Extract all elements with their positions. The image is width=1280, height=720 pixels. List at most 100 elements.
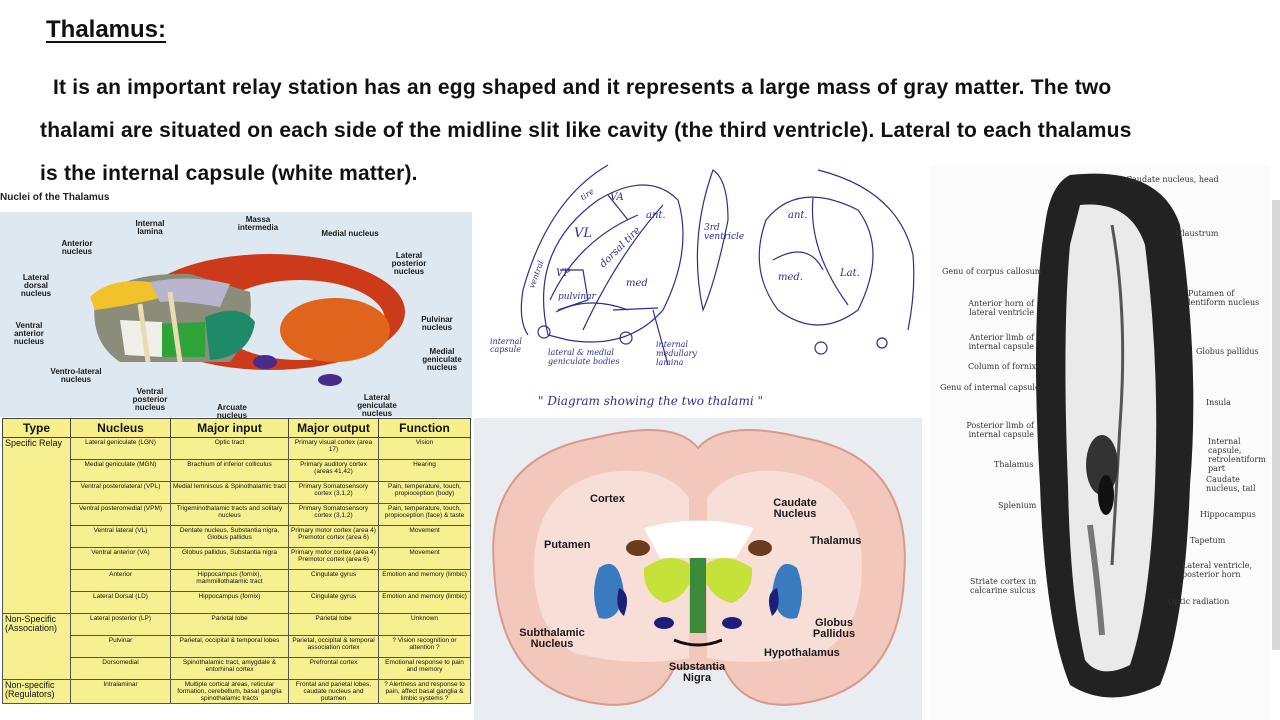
- coronal-label-thalamus: Thalamus: [810, 535, 862, 547]
- table-row: Lateral Dorsal (LD) Hippocampus (fornix)…: [3, 591, 471, 614]
- table-cell: Frontal and parietal lobes, caudate nucl…: [288, 679, 379, 704]
- hand-label-ant-right: ant.: [788, 210, 808, 221]
- axial-label-anterior-limb: Anterior limb of internal capsule: [968, 333, 1034, 351]
- axial-label-thalamus: Thalamus: [994, 460, 1034, 469]
- axial-label-striate: Striate cortex in calcarine sulcus: [970, 577, 1037, 595]
- hand-label-internal-capsule: internal capsule: [490, 337, 522, 354]
- label-arcuate: Arcuate nucleus: [216, 403, 248, 420]
- axial-label-insula: Insula: [1206, 398, 1231, 407]
- table-cell: Primary auditory cortex (areas 41,42): [288, 459, 379, 482]
- globus-pallidus-left: [617, 588, 628, 616]
- table-cell: Brachium of inferior colliculus: [170, 459, 289, 482]
- table-cell: Medial lemniscus & Spinothalamic tract: [170, 481, 289, 504]
- table-cell: Primary Somatosensory cortex (3,1,2): [288, 481, 379, 504]
- table-cell: Primary motor cortex (area 4) Premotor c…: [288, 547, 379, 570]
- hand-label-vl: VL: [574, 226, 593, 241]
- table-cell: Cingulate gyrus: [288, 591, 379, 614]
- table-cell: Primary Somatosensory cortex (3,1,2): [288, 503, 379, 526]
- table-cell: Anterior: [70, 569, 171, 592]
- next-slide-edge: [1272, 200, 1280, 650]
- label-ventro-lateral: Ventro-lateral nucleus: [50, 367, 102, 384]
- axial-label-tapetum: Tapetum: [1190, 536, 1226, 545]
- pulvinar-shape: [280, 298, 390, 362]
- table-cell: Ventral posterolateral (VPL): [70, 481, 171, 504]
- table-cell: Ventral lateral (VL): [70, 525, 171, 548]
- axial-label-anterior-horn: Anterior horn of lateral ventricle: [968, 299, 1034, 317]
- table-cell: Dorsomedial: [70, 657, 171, 680]
- thalamus-nuclei-figure: Internal lamina Massa intermedia Medial …: [0, 212, 472, 420]
- putamen-left: [594, 563, 624, 619]
- label-ventral-anterior: Ventral anterior nucleus: [13, 321, 45, 346]
- subthalamic-right: [722, 617, 742, 629]
- hand-label-third-ventricle: 3rd ventricle: [704, 223, 745, 242]
- table-row: Medial geniculate (MGN) Brachium of infe…: [3, 459, 471, 482]
- table-row: Ventral posterolateral (VPL) Medial lemn…: [3, 481, 471, 504]
- ventricle-shape: [644, 520, 754, 558]
- coronal-illustration: [492, 429, 906, 706]
- axial-label-claustrum: Claustrum: [1176, 229, 1219, 238]
- table-cell: Cingulate gyrus: [288, 569, 379, 592]
- globus-pallidus-right: [768, 588, 779, 616]
- substantia-nigra: [673, 638, 723, 647]
- intro-paragraph: It is an important relay station has an …: [40, 66, 1280, 195]
- label-anterior-nucleus: Anterior nucleus: [61, 239, 93, 256]
- hand-sketch: [520, 164, 915, 366]
- third-ventricle: [690, 558, 706, 633]
- table-cell: Lateral geniculate (LGN): [70, 437, 171, 460]
- coronal-label-globus-pallidus: Globus Pallidus: [812, 617, 856, 640]
- type-cell: Specific Relay: [2, 437, 71, 614]
- table-cell: Globus pallidus, Substantia nigra: [170, 547, 289, 570]
- axial-illustration: [1036, 173, 1194, 698]
- table-row: Non-specific (Regulators) Intralaminar M…: [2, 679, 471, 704]
- table-cell: Ventral posteromedial (VPM): [70, 503, 171, 526]
- paragraph-line-3: is the internal capsule (white matter).: [40, 162, 418, 185]
- hand-label-ant: ant.: [646, 210, 666, 221]
- table-cell: Optic tract: [170, 437, 289, 460]
- table-cell: Pulvinar: [70, 635, 171, 658]
- table-row: Ventral posteromedial (VPM) Trigeminotha…: [3, 503, 471, 526]
- header-nucleus: Nucleus: [70, 418, 171, 438]
- coronal-label-cortex: Cortex: [590, 493, 625, 505]
- table-row: Dorsomedial Spinothalamic tract, amygdal…: [3, 657, 471, 680]
- table-row: Ventral anterior (VA) Globus pallidus, S…: [3, 547, 471, 570]
- header-function: Function: [378, 418, 471, 438]
- table-cell: Parietal, occipital & temporal lobes: [170, 635, 289, 658]
- table-cell: Emotion and memory (limbic): [378, 569, 471, 592]
- table-cell: Movement: [378, 547, 471, 570]
- axial-label-caudate-head: Caudate nucleus, head: [1126, 175, 1219, 184]
- nuclei-figure-caption: Nuclei of the Thalamus: [0, 192, 110, 203]
- axial-label-hippocampus: Hippocampus: [1200, 510, 1256, 519]
- axial-label-putamen: Putamen of lentiform nucleus: [1188, 289, 1260, 307]
- type-cell: Non-specific (Regulators): [2, 679, 71, 704]
- table-cell: Medial geniculate (MGN): [70, 459, 171, 482]
- label-lateral-posterior: Lateral posterior nucleus: [391, 251, 427, 276]
- axial-label-genu-cc: Genu of corpus callosum: [942, 267, 1043, 276]
- axial-label-globus-pallidus: Globus pallidus: [1196, 347, 1259, 356]
- axial-label-column-fornix: Column of fornix: [968, 362, 1037, 371]
- table-cell: Primary motor cortex (area 4) Premotor c…: [288, 525, 379, 548]
- coronal-label-substantia-nigra: Substantia Nigra: [668, 661, 726, 684]
- coronal-label-hypothalamus: Hypothalamus: [764, 647, 840, 659]
- table-cell: Emotional response to pain and memory: [378, 657, 471, 680]
- label-lateral-dorsal: Lateral dorsal nucleus: [20, 273, 52, 298]
- table-cell: Movement: [378, 525, 471, 548]
- table-cell: ? Vision recognition or attention ?: [378, 635, 471, 658]
- putamen-right: [772, 563, 802, 619]
- coronal-label-subthalamic: Subthalamic Nucleus: [519, 627, 585, 650]
- axial-label-caudate-tail: Caudate nucleus, tail: [1206, 475, 1256, 493]
- paragraph-line-2: thalami are situated on each side of the…: [40, 119, 1132, 142]
- axial-label-lat-vent-post: Lateral ventricle, posterior horn: [1182, 561, 1253, 579]
- axial-label-genu-ic: Genu of internal capsule: [940, 383, 1040, 392]
- axial-brain-figure: Caudate nucleus, head Claustrum Genu of …: [930, 165, 1270, 720]
- table-cell: Hippocampus (fornix), mammillothalamic t…: [170, 569, 289, 592]
- hand-label-lat: Lat.: [840, 268, 860, 279]
- table-cell: Unknown: [378, 613, 471, 636]
- hand-label-medullary-lamina: internal medullary lamina: [656, 340, 697, 367]
- axial-label-posterior-limb: Posterior limb of internal capsule: [966, 421, 1034, 439]
- table-cell: Intralaminar: [70, 679, 171, 704]
- table-row: Anterior Hippocampus (fornix), mammillot…: [3, 569, 471, 592]
- axial-label-splenium: Splenium: [998, 501, 1037, 510]
- table-cell: Primary visual cortex (area 17): [288, 437, 379, 460]
- axial-label-optic-radiation: Optic radiation: [1168, 597, 1230, 606]
- table-cell: Multiple cortical areas, reticular forma…: [170, 679, 289, 704]
